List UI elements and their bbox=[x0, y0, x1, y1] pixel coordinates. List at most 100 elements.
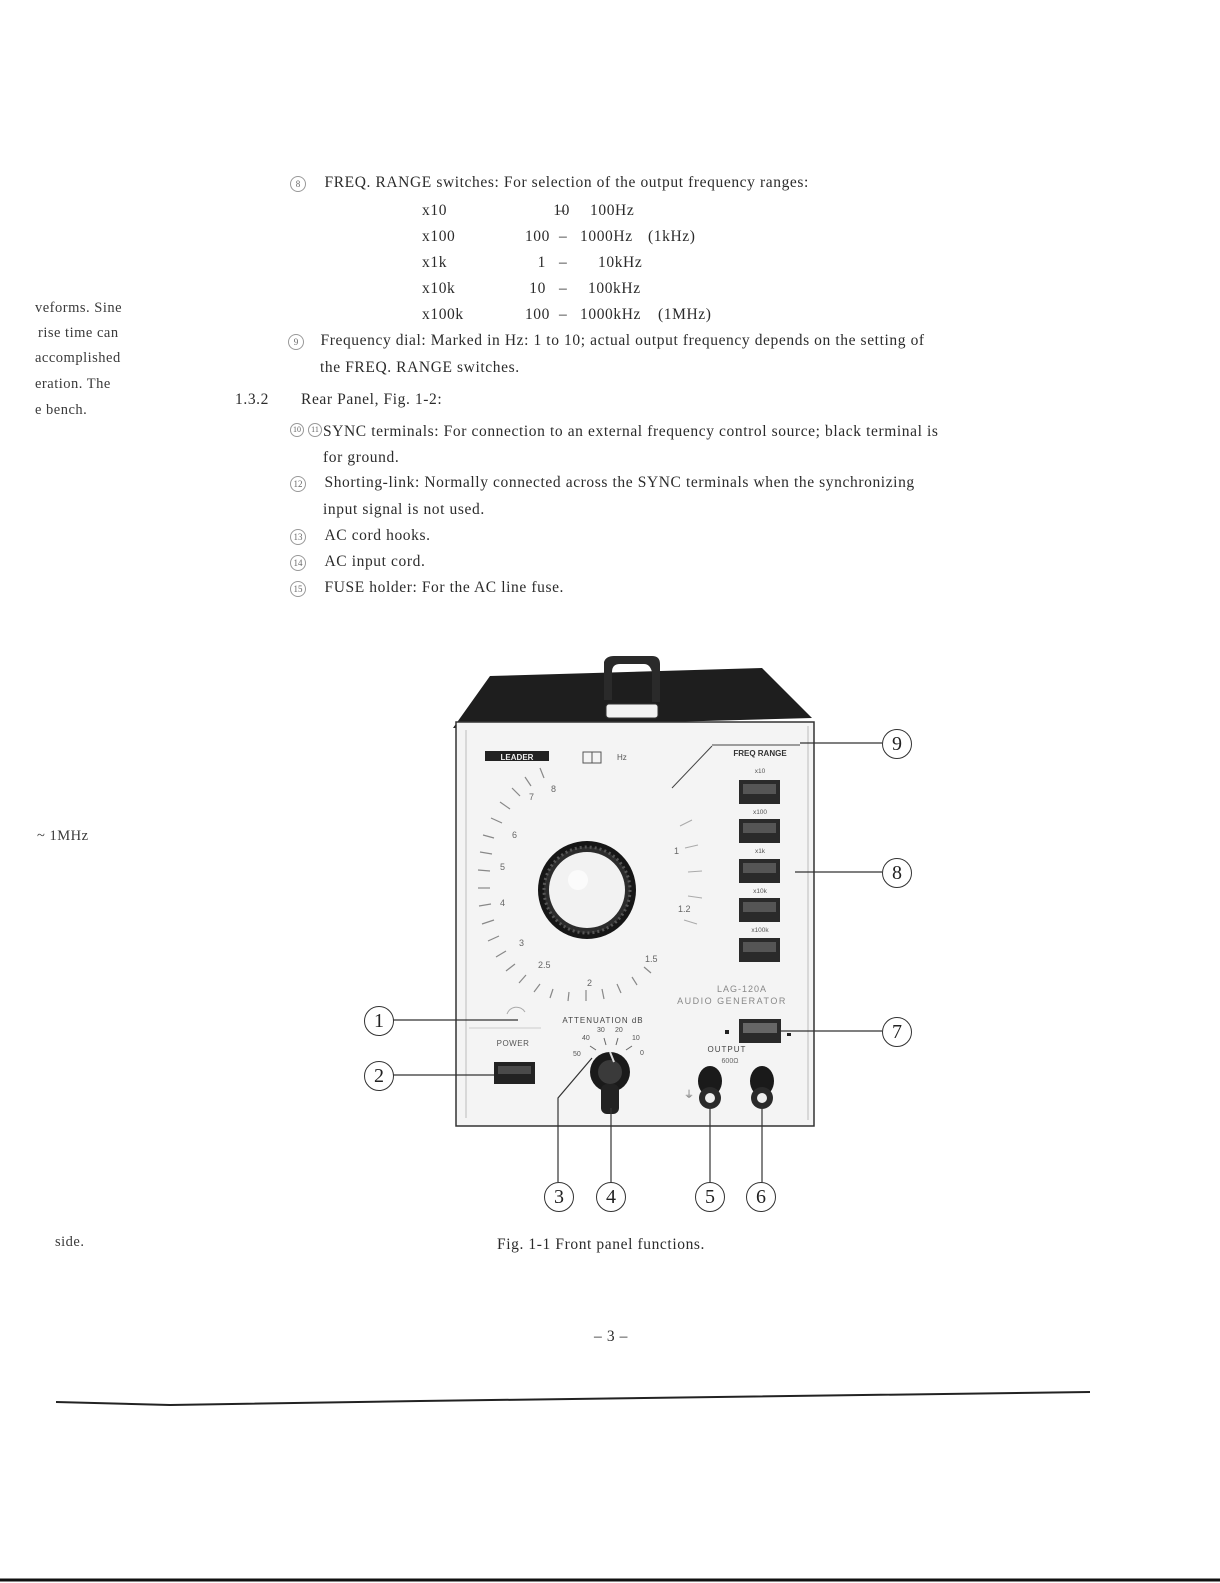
knob-center bbox=[598, 1060, 622, 1084]
range-mult: x100k bbox=[422, 306, 464, 323]
callout-2: 2 bbox=[364, 1061, 394, 1091]
item-15-text: FUSE holder: For the AC line fuse. bbox=[324, 579, 565, 596]
margin-side: side. bbox=[55, 1234, 85, 1250]
dial-numbers: 8 7 6 5 4 3 2.5 2 1.5 1 1.2 bbox=[500, 784, 691, 988]
callout-9: 9 bbox=[882, 729, 912, 759]
power-button-face bbox=[498, 1066, 531, 1074]
ground-icon: ⏚ bbox=[684, 1089, 694, 1101]
range-from: 10 bbox=[529, 280, 546, 297]
range-mult: x100 bbox=[422, 228, 456, 245]
item-number-12: 12 bbox=[290, 476, 306, 492]
item-14-text: AC input cord. bbox=[324, 553, 426, 570]
power-label: POWER bbox=[497, 1039, 530, 1048]
svg-text:5: 5 bbox=[500, 862, 505, 872]
range-to: 100Hz bbox=[590, 202, 635, 219]
svg-text:x1k: x1k bbox=[755, 848, 766, 855]
section-number: 1.3.2 bbox=[235, 391, 269, 408]
model-name: LAG-120A bbox=[717, 984, 767, 994]
attenuation-label: ATTENUATION dB bbox=[562, 1016, 643, 1025]
dial-pointer-line bbox=[671, 745, 713, 789]
output-terminal-signal[interactable] bbox=[750, 1066, 774, 1109]
item-number-13: 13 bbox=[290, 529, 306, 545]
item-number-15: 15 bbox=[290, 581, 306, 597]
range-mult: x1k bbox=[422, 254, 448, 271]
freq-range-label: FREQ RANGE bbox=[733, 749, 787, 758]
switch-face bbox=[743, 902, 776, 912]
item-12-line-1: Shorting-link: Normally connected across… bbox=[324, 474, 915, 491]
dial-scale bbox=[477, 767, 652, 1002]
range-mult: x10 bbox=[422, 202, 448, 219]
margin-line-1: veforms. Sine bbox=[35, 300, 123, 316]
range-mult: x10k bbox=[422, 280, 456, 297]
case-top bbox=[453, 668, 812, 728]
attenuation-scale bbox=[589, 1037, 633, 1051]
item-10-line-2: for ground. bbox=[323, 449, 400, 466]
output-label: OUTPUT bbox=[708, 1045, 747, 1054]
item-10-line-1: SYNC terminals: For connection to an ext… bbox=[323, 423, 939, 440]
section-title: Rear Panel, Fig. 1-2: bbox=[301, 391, 443, 408]
svg-text:2.5: 2.5 bbox=[538, 960, 551, 970]
knob-indicator bbox=[609, 1051, 615, 1063]
range-switches bbox=[739, 780, 780, 962]
range-from: 10 bbox=[553, 202, 570, 219]
switch-face bbox=[743, 823, 776, 833]
dial-cap bbox=[549, 852, 625, 928]
svg-text:50: 50 bbox=[573, 1051, 581, 1058]
svg-text:8: 8 bbox=[551, 784, 556, 794]
svg-text:40: 40 bbox=[582, 1035, 590, 1042]
range-from: 100 bbox=[524, 306, 550, 323]
callout-1: 1 bbox=[364, 1006, 394, 1036]
page-number: – 3 – bbox=[594, 1328, 628, 1345]
dial-highlight bbox=[568, 870, 588, 890]
dial-scale-right bbox=[679, 819, 703, 925]
brand-badge bbox=[485, 751, 549, 761]
svg-text:10: 10 bbox=[632, 1035, 640, 1042]
item-8-text: FREQ. RANGE switches: For selection of t… bbox=[324, 174, 809, 191]
range-to: 10kHz bbox=[598, 254, 643, 271]
item-number-11: 11 bbox=[308, 423, 322, 437]
range-note: (1kHz) bbox=[648, 228, 696, 245]
svg-text:0: 0 bbox=[640, 1050, 644, 1057]
svg-text:x10: x10 bbox=[755, 768, 766, 775]
svg-text:4: 4 bbox=[500, 898, 505, 908]
callout-lines bbox=[393, 742, 882, 1182]
item-12: 12 Shorting-link: Normally connected acr… bbox=[290, 474, 915, 492]
item-number-9: 9 bbox=[288, 334, 304, 350]
svg-text:3: 3 bbox=[519, 938, 524, 948]
svg-text:1.5: 1.5 bbox=[645, 954, 658, 964]
range-to: 100kHz bbox=[588, 280, 641, 297]
attenuator-fine-knob[interactable] bbox=[601, 1084, 619, 1114]
svg-text:30: 30 bbox=[597, 1027, 605, 1034]
callout-7: 7 bbox=[882, 1017, 912, 1047]
waveform-mark bbox=[787, 1033, 791, 1036]
margin-line-2: rise time can bbox=[38, 325, 119, 341]
output-terminal-ground[interactable] bbox=[698, 1066, 722, 1109]
model-subtitle: AUDIO GENERATOR bbox=[677, 996, 787, 1006]
svg-text:1: 1 bbox=[674, 846, 679, 856]
range-from: 100 bbox=[524, 228, 550, 245]
item-10-11-numbers: 10 11 bbox=[290, 419, 322, 437]
svg-text:7: 7 bbox=[529, 792, 534, 802]
svg-text:20: 20 bbox=[615, 1027, 623, 1034]
svg-text:6: 6 bbox=[512, 830, 517, 840]
item-13-text: AC cord hooks. bbox=[324, 527, 431, 544]
margin-line-4: eration. The bbox=[35, 376, 111, 392]
item-9-line-2: the FREQ. RANGE switches. bbox=[320, 359, 520, 376]
power-lamp bbox=[506, 1006, 526, 1015]
handle-strap bbox=[605, 703, 659, 719]
waveform-square-mark bbox=[725, 1030, 729, 1034]
margin-freq: ~ 1MHz bbox=[37, 828, 89, 844]
switch-face bbox=[743, 942, 776, 952]
callout-4: 4 bbox=[596, 1182, 626, 1212]
attenuation-ticks: 50 40 30 20 10 0 bbox=[573, 1027, 644, 1058]
item-12-line-2: input signal is not used. bbox=[323, 501, 485, 518]
range-to: 1000Hz bbox=[580, 228, 633, 245]
carry-handle bbox=[604, 656, 660, 702]
callout-5: 5 bbox=[695, 1182, 725, 1212]
brand-logo: LEADER bbox=[501, 753, 534, 762]
svg-text:2: 2 bbox=[587, 978, 592, 988]
hz-label: Hz bbox=[617, 753, 627, 762]
item-9-line-1: Frequency dial: Marked in Hz: 1 to 10; a… bbox=[320, 332, 925, 349]
